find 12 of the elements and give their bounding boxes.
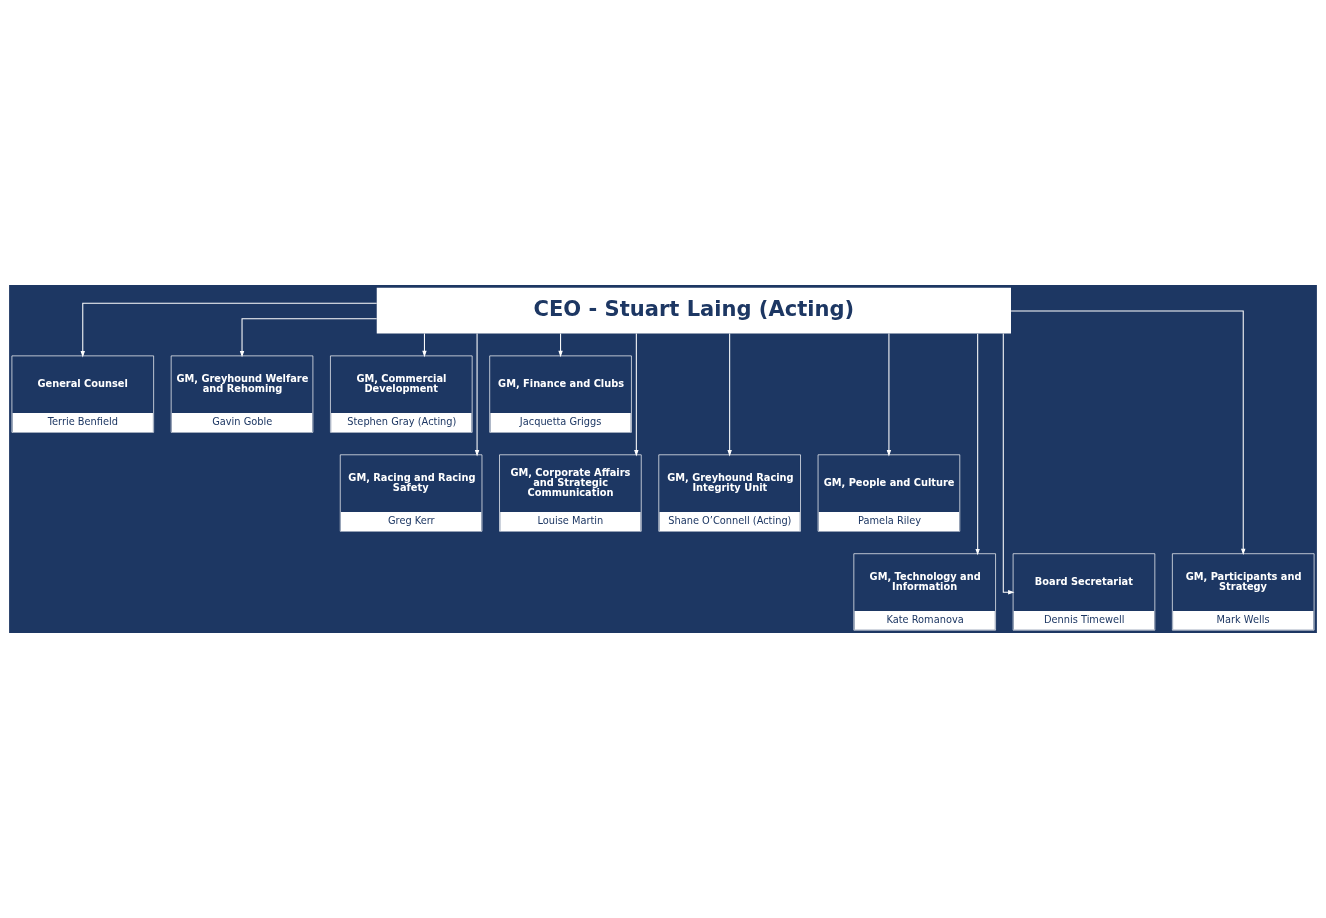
arrow [1010, 310, 1246, 556]
arrow [474, 333, 480, 457]
arrow [975, 333, 980, 556]
arrow [727, 333, 732, 457]
arrow [634, 333, 639, 457]
arrow [1002, 332, 1015, 595]
node-box: CEO - Stuart Laing (Acting) [376, 287, 1011, 334]
arrow [80, 302, 378, 358]
arrow [558, 332, 563, 358]
arrow [422, 332, 427, 358]
arrow [239, 318, 378, 358]
arrow [886, 333, 892, 457]
